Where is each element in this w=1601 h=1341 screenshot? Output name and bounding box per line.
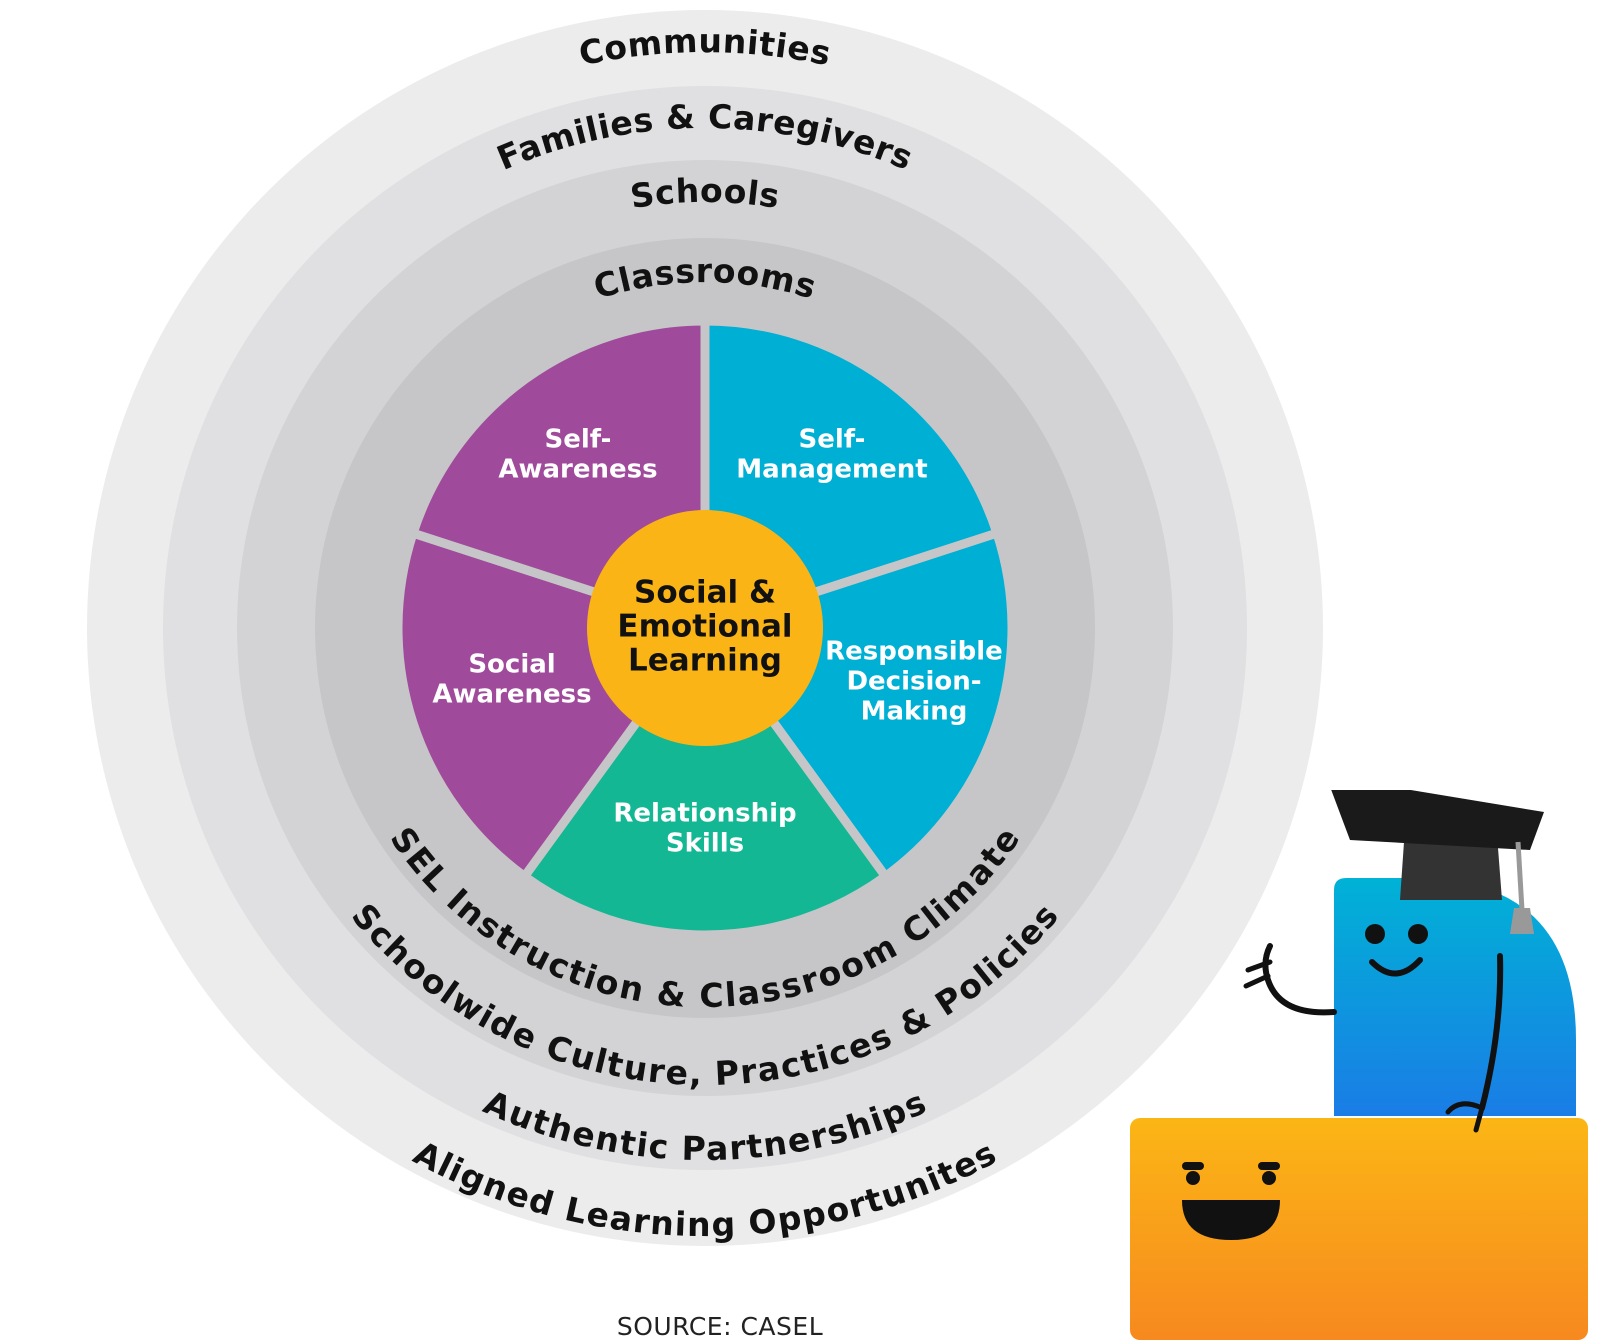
competency-label: Making bbox=[861, 697, 968, 727]
source-caption: SOURCE: CASEL bbox=[616, 1312, 824, 1341]
competency-label: Awareness bbox=[498, 455, 657, 485]
core-label: Social & bbox=[634, 575, 776, 611]
competency-label: Responsible bbox=[825, 637, 1003, 667]
blue-arch-mascot bbox=[1243, 790, 1576, 1133]
competency-label: Social bbox=[468, 650, 555, 680]
core-circle bbox=[587, 510, 823, 746]
competency-label: Decision- bbox=[846, 667, 981, 697]
competency-label: Skills bbox=[666, 829, 744, 859]
orange-block-mascot bbox=[1130, 1118, 1588, 1340]
competency-segment-3 bbox=[520, 623, 890, 940]
mascot-illustration bbox=[1130, 790, 1588, 1340]
competency-label: Relationship bbox=[613, 799, 796, 829]
ring-top-label-3: Schools bbox=[628, 171, 783, 216]
competency-label: Self- bbox=[799, 425, 866, 455]
arc-text-path: Schools bbox=[628, 171, 782, 216]
core-label: Learning bbox=[628, 643, 782, 679]
core-label: Emotional bbox=[617, 609, 792, 645]
graduation-cap-icon bbox=[1331, 790, 1544, 934]
competency-label: Awareness bbox=[432, 680, 591, 710]
competency-label: Management bbox=[736, 455, 927, 485]
competency-label: Self- bbox=[545, 425, 612, 455]
